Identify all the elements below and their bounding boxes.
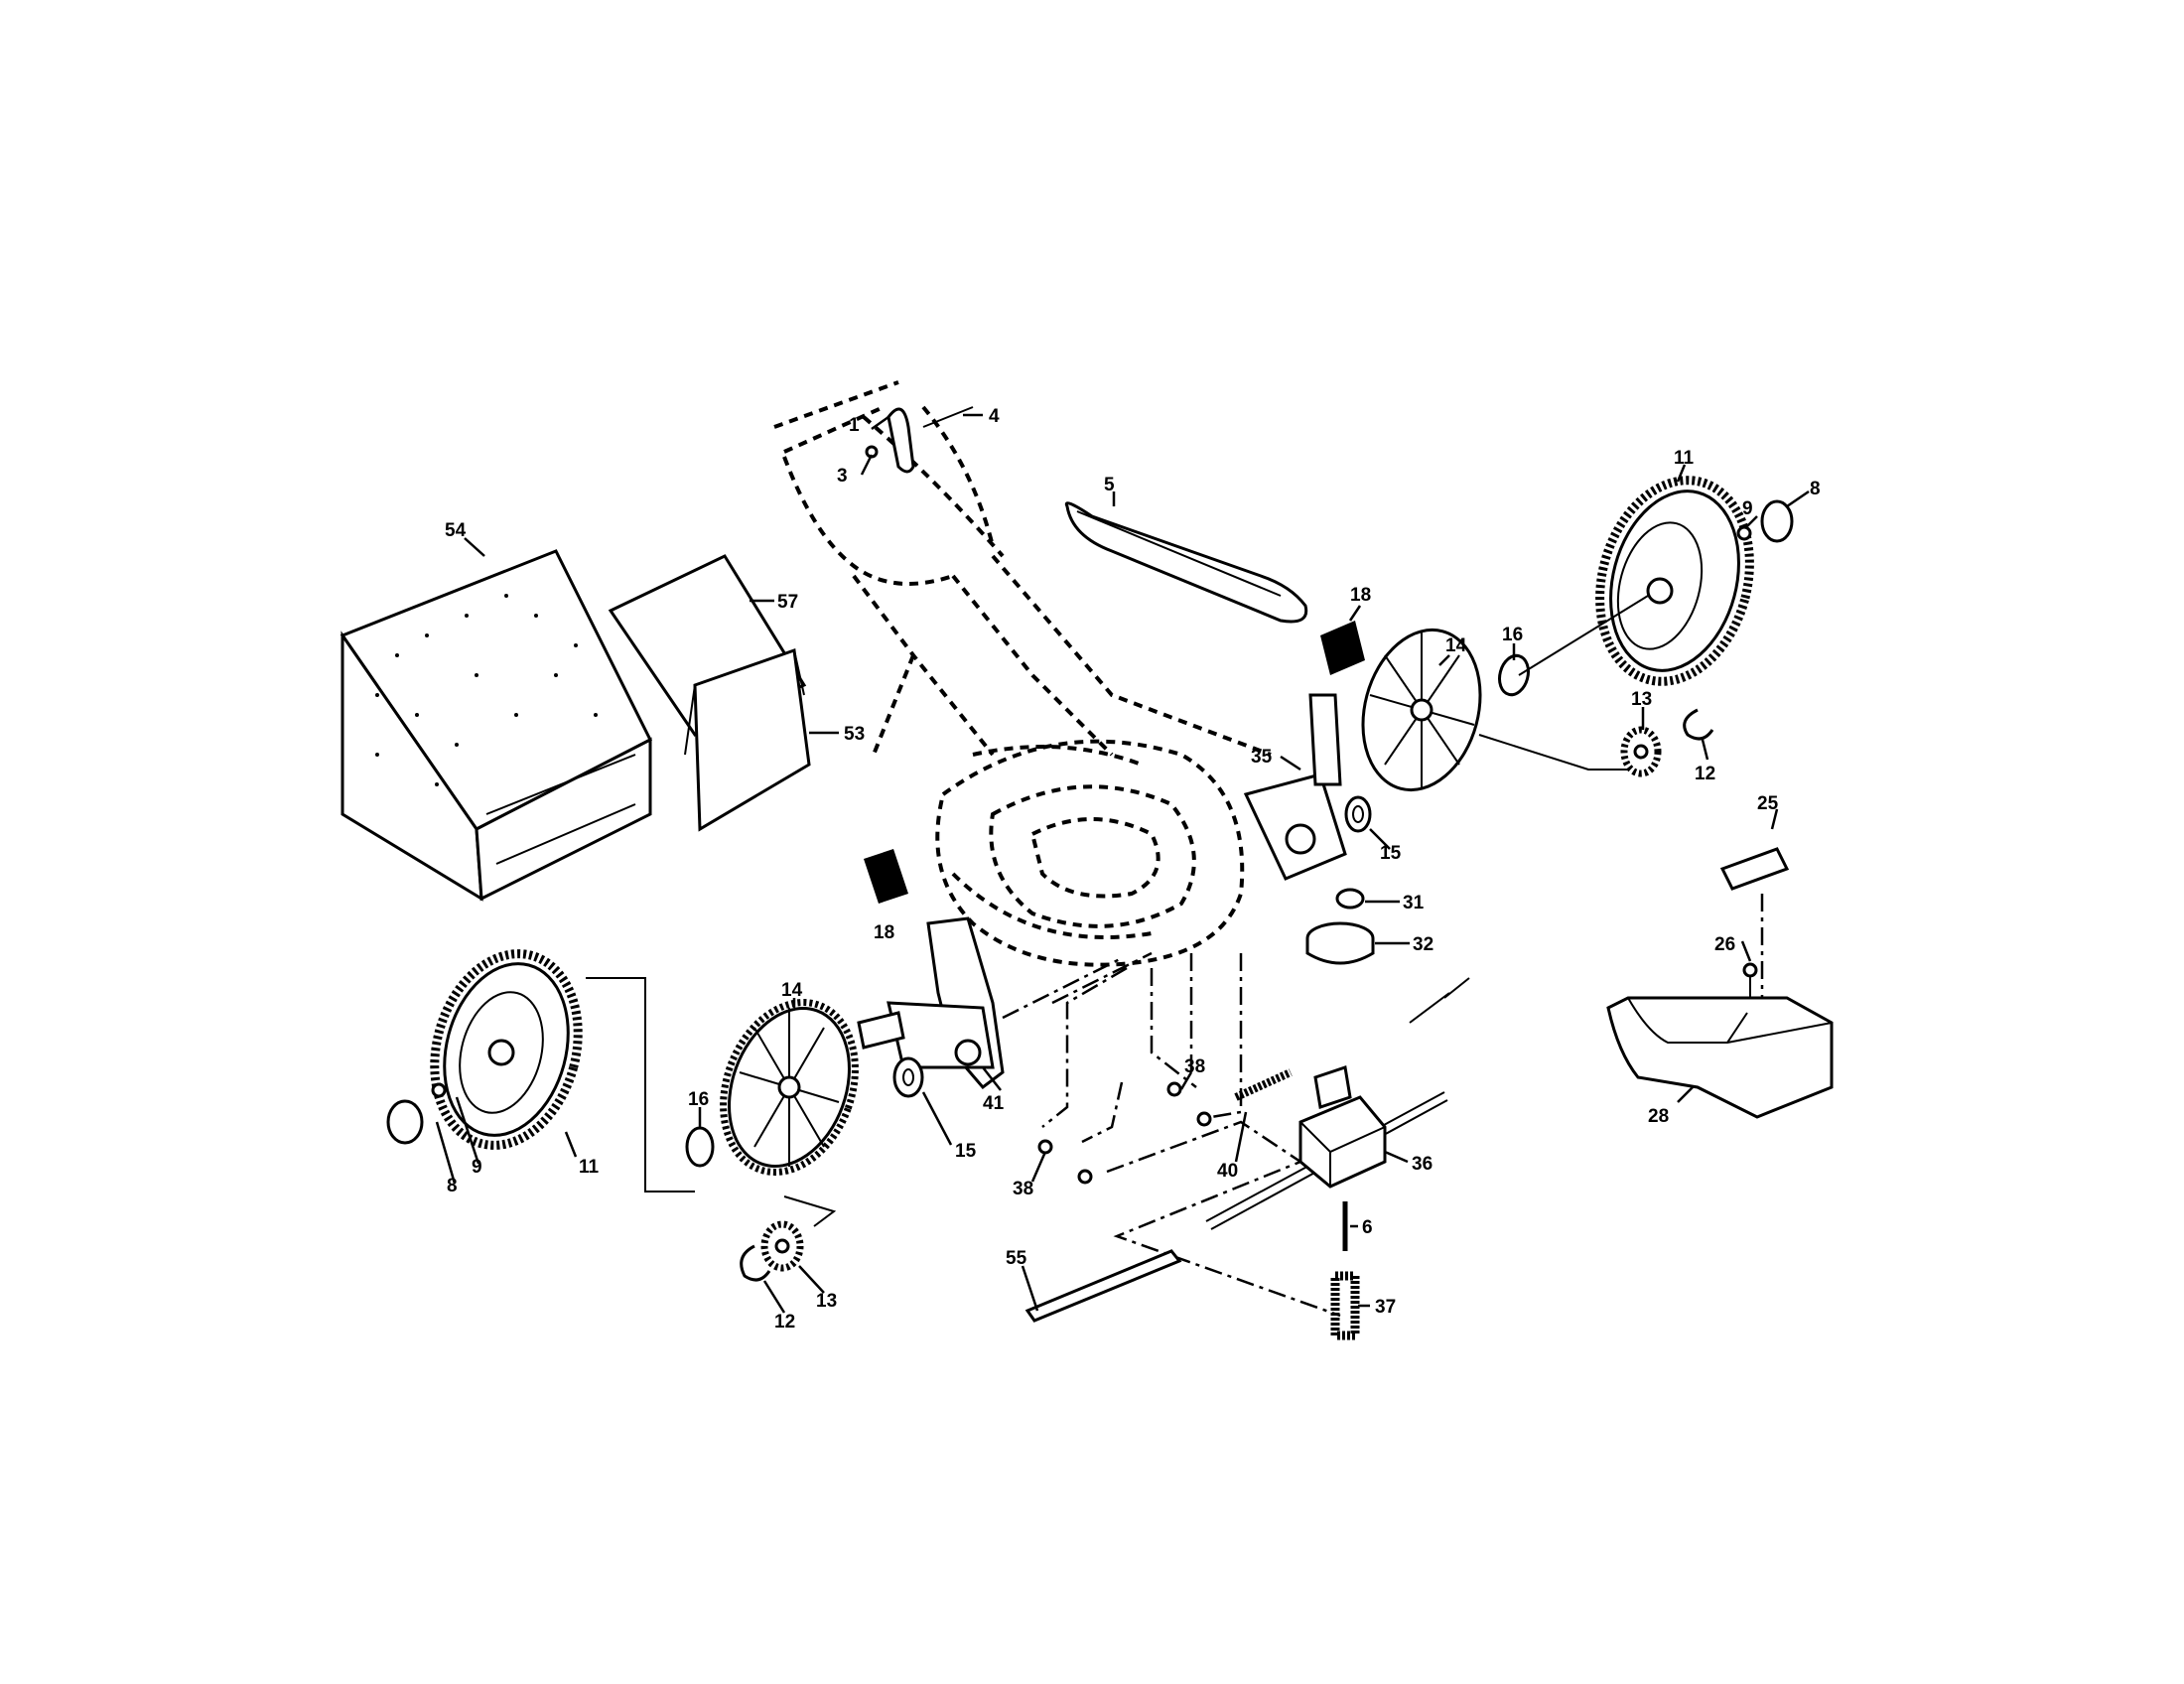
- drive-belt: [1064, 501, 1308, 624]
- callout-4: 4: [989, 406, 1000, 427]
- clip-left: [740, 1244, 771, 1282]
- handle-phantom: [773, 380, 1272, 757]
- transmission: [1298, 1065, 1387, 1189]
- label-decal: [1719, 847, 1790, 891]
- nuts-38: [1037, 1081, 1212, 1185]
- grass-catcher-bag: [340, 549, 653, 902]
- wheel-cover-left: [864, 849, 908, 904]
- callout-38-a: 38: [1184, 1056, 1205, 1077]
- callout-54: 54: [445, 520, 467, 541]
- callout-55: 55: [1006, 1248, 1027, 1269]
- callout-9-left: 9: [472, 1157, 482, 1178]
- wheel-left: [430, 949, 695, 1193]
- callout-12-right: 12: [1695, 764, 1715, 784]
- clip-right: [1683, 708, 1714, 741]
- height-adjuster-right: [1243, 693, 1347, 881]
- leader-lines: [435, 413, 1810, 1314]
- nut-right: [1736, 525, 1752, 541]
- callout-13-left: 13: [816, 1291, 837, 1312]
- spring: [1234, 977, 1470, 1101]
- callout-31: 31: [1403, 893, 1425, 913]
- callout-28: 28: [1648, 1106, 1669, 1127]
- callout-18-top: 18: [1350, 585, 1371, 606]
- callout-11-right: 11: [1674, 448, 1695, 469]
- wheel-right: [1518, 476, 1754, 686]
- callout-25: 25: [1757, 793, 1779, 814]
- pulley: [1305, 921, 1375, 965]
- wheel-cover-right: [1320, 621, 1365, 675]
- callout-11-left: 11: [579, 1157, 600, 1178]
- control-lever: [865, 406, 974, 474]
- nut-left: [431, 1082, 447, 1098]
- hubcap-right: [1760, 499, 1794, 543]
- callout-8-left: 8: [447, 1176, 458, 1196]
- spring-37: [1330, 1271, 1360, 1340]
- callout-5: 5: [1104, 475, 1115, 495]
- callout-18-left: 18: [874, 922, 894, 943]
- hubcap-left: [386, 1099, 424, 1145]
- callout-40: 40: [1217, 1161, 1238, 1182]
- height-adjuster-left: [857, 916, 1005, 1090]
- callout-13-right: 13: [1631, 689, 1652, 710]
- washer-right: [1498, 653, 1530, 697]
- callout-14-left: 14: [781, 980, 803, 1001]
- callout-32: 32: [1413, 934, 1433, 955]
- callout-53: 53: [844, 724, 865, 745]
- callout-36: 36: [1412, 1154, 1433, 1175]
- gear-right: [1478, 726, 1662, 777]
- callout-8-right: 8: [1810, 479, 1821, 499]
- callout-15-right: 15: [1380, 843, 1402, 864]
- callout-16-left: 16: [688, 1089, 709, 1110]
- callout-9-right: 9: [1742, 498, 1753, 519]
- discharge-deflector: [1606, 996, 1834, 1119]
- callout-14-right: 14: [1445, 635, 1467, 656]
- callout-41: 41: [983, 1093, 1005, 1114]
- rod-55: [1024, 1249, 1182, 1323]
- callout-35: 35: [1251, 747, 1273, 768]
- bag-frame-bottom: [684, 647, 811, 832]
- wheel-disc-right: [1361, 628, 1482, 792]
- callout-16-right: 16: [1502, 625, 1523, 645]
- screw: [1742, 894, 1764, 1008]
- callout-38-b: 38: [1013, 1179, 1033, 1199]
- cap: [1335, 888, 1365, 910]
- bearing-left: [892, 1056, 924, 1098]
- callout-6: 6: [1362, 1217, 1373, 1238]
- callout-3: 3: [837, 466, 848, 487]
- callout-57: 57: [777, 592, 798, 613]
- deck-phantom: [935, 739, 1245, 967]
- bearing-right: [1344, 795, 1372, 833]
- callout-12-left: 12: [774, 1312, 795, 1333]
- callout-labels: 1 3 4 5 54 57 53 18 35 14 16 11 9 8 13 1…: [445, 406, 1821, 1333]
- wheel-disc-left: [720, 999, 859, 1176]
- callout-26: 26: [1714, 934, 1735, 955]
- washer-left: [685, 1126, 715, 1168]
- callout-37: 37: [1375, 1297, 1396, 1318]
- callout-15-left: 15: [955, 1141, 977, 1162]
- gear-left: [760, 1195, 837, 1272]
- callout-1: 1: [849, 415, 860, 436]
